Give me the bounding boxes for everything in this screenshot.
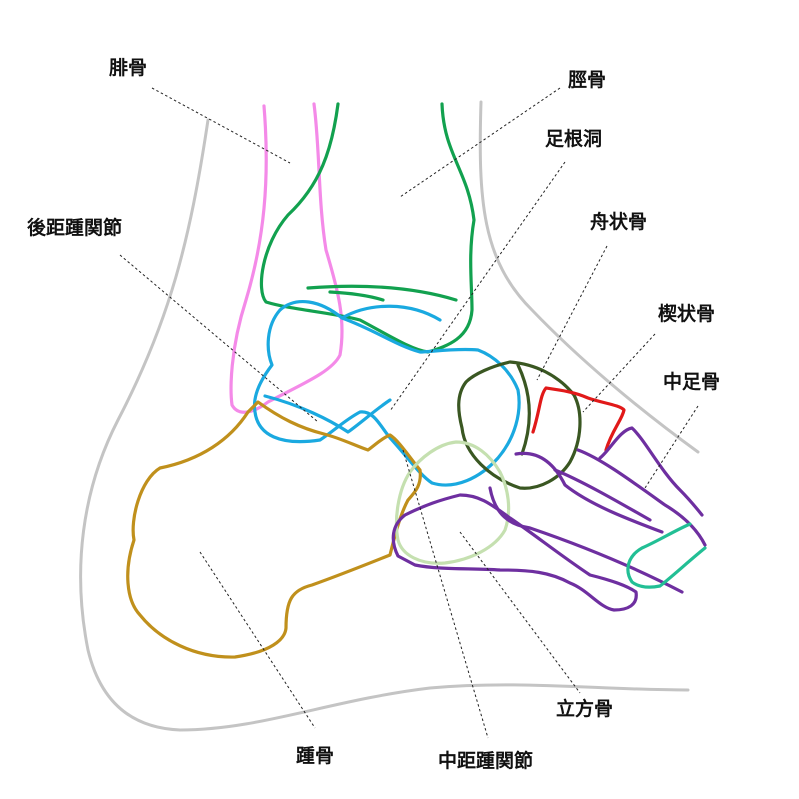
metatarsal-third-b [553,468,652,522]
leader-cuboid [459,531,581,694]
metatarsal-outline-outer [391,493,638,612]
label-calcaneus: 踵骨 [296,745,334,767]
cuboid-outline [394,440,511,565]
metatarsal-second [488,486,684,594]
metatarsal-fourth [576,448,707,547]
leader-lines [119,87,699,739]
talus-bone [252,300,521,487]
navicular-bone [457,360,582,490]
phalanx-outline [626,522,707,589]
fibula-bone [229,102,344,414]
skin-outline-front [478,100,700,454]
leader-tibia [399,87,561,198]
phalanx-bone [626,522,707,589]
talus-dome-line [340,304,442,322]
talus-subtalar-line [263,394,392,434]
label-posterior-talocalcaneal-joint: 後距踵関節 [27,216,122,239]
leader-navicular [536,245,608,381]
calcaneus-outline [126,400,422,659]
leader-calcaneus [199,551,316,729]
label-metatarsal: 中足骨 [663,370,720,393]
talus-outline [252,300,521,487]
leader-middle-talocalcaneal-joint [402,449,489,739]
fibula-outline [229,102,344,414]
tibia-bone [259,102,476,354]
labels: 腓骨 脛骨 足根洞 後距踵関節 舟状骨 楔状骨 中足骨 踵骨 立方骨 中距踵関節 [27,57,720,772]
metatarsal-bones [391,426,707,612]
navicular-inner-line [516,363,531,456]
label-fibula: 腓骨 [109,57,147,79]
leader-fibula [151,87,291,164]
navicular-outline [457,360,582,490]
tibia-distal-articular-line [306,284,458,302]
metatarsal-third-a [514,451,664,534]
leader-metatarsal [644,405,699,489]
label-cuboid: 立方骨 [556,697,613,720]
skin-outline [79,100,700,732]
skin-outline-heel [79,118,690,732]
label-middle-talocalcaneal-joint: 中距踵関節 [438,749,533,772]
cuneiform-bone [531,386,626,452]
label-tarsal-sinus: 足根洞 [545,127,602,150]
calcaneus-bone [126,400,422,659]
leader-tarsal-sinus [389,161,566,412]
metatarsal-fifth [598,426,704,517]
tibia-outline [259,102,476,354]
leader-cuneiform [582,333,656,413]
cuboid-bone [394,440,511,565]
label-tibia: 脛骨 [567,69,606,91]
label-navicular: 舟状骨 [590,210,647,233]
cuneiform-outline [531,386,626,452]
label-cuneiform: 楔状骨 [658,302,715,325]
tibia-malleolus-line [328,290,385,302]
leader-posterior-talocalcaneal-joint [119,254,319,423]
